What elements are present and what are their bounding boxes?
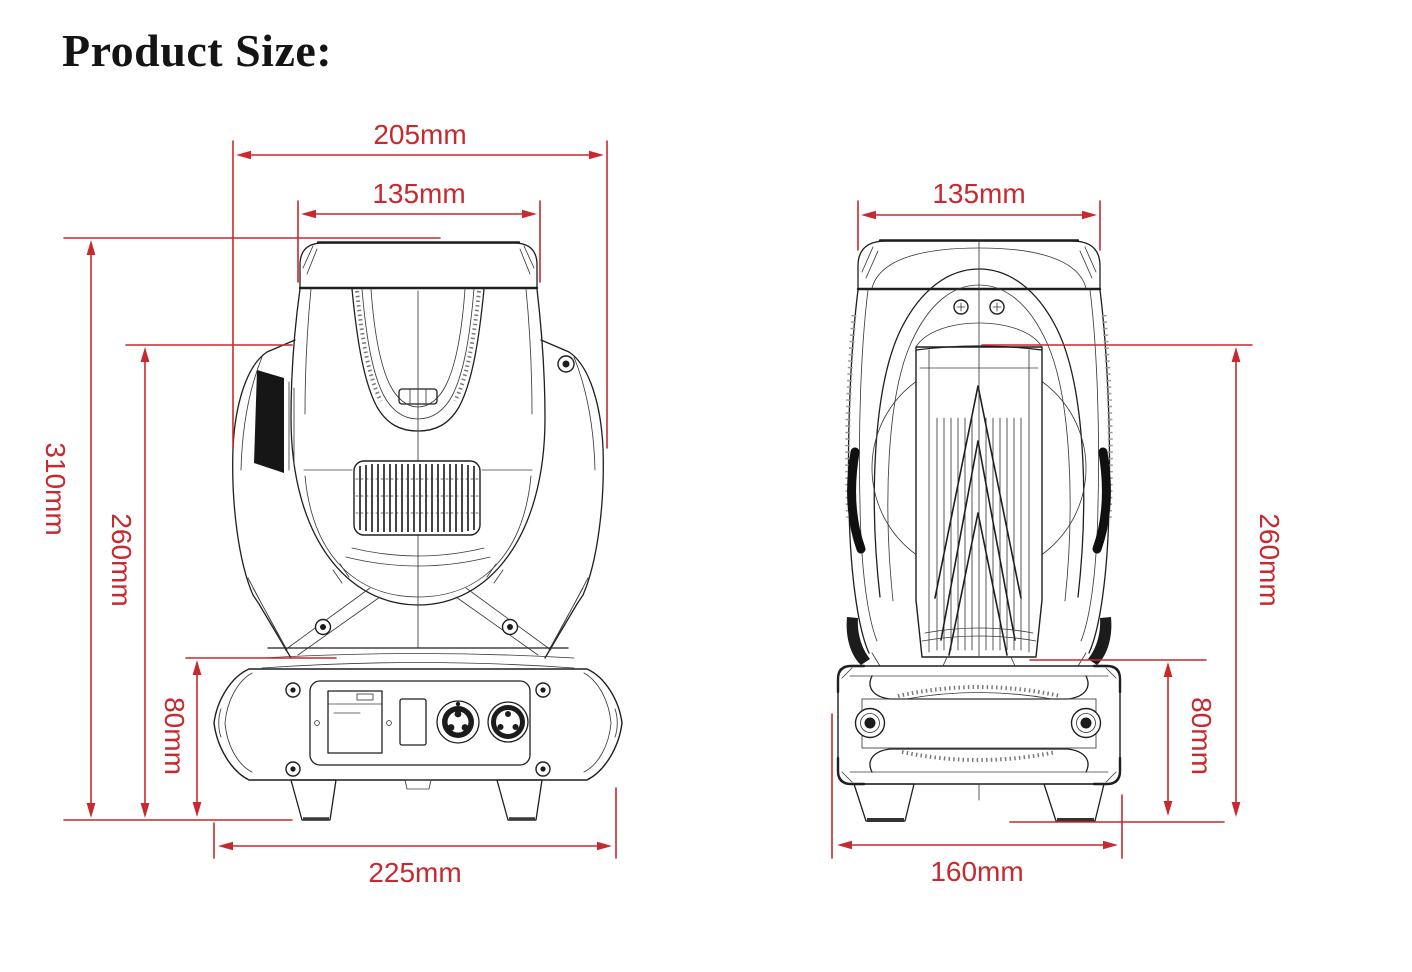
xlr-male-connector: [436, 700, 480, 744]
dimension-side-base-width: 160mm: [831, 713, 1123, 887]
dimension-front-overall-width: 205mm: [232, 119, 608, 449]
xlr-female-connector: [487, 701, 529, 743]
dimension-side-head-height: 260mm: [981, 344, 1285, 823]
dimension-side-base-height: 80mm: [1029, 659, 1217, 816]
dim-label-front-base-height: 80mm: [159, 697, 190, 775]
dim-label-side-head-height: 260mm: [1254, 513, 1285, 606]
dimension-front-head-width: 135mm: [297, 178, 541, 283]
front-head-body: [290, 288, 546, 649]
side-arm-grip-right: [1092, 447, 1111, 554]
front-feet: [290, 779, 543, 821]
dimension-front-base-height: 80mm: [159, 657, 337, 817]
side-feet: [853, 783, 1105, 822]
front-right-arm: [540, 339, 604, 659]
front-left-arm: [232, 339, 296, 659]
front-lens-grille: [345, 460, 491, 567]
dim-label-front-overall-width: 205mm: [373, 119, 466, 150]
side-head-column: [915, 239, 1043, 667]
front-base: [213, 647, 623, 821]
side-top-screws: [953, 299, 1005, 315]
side-arm-grip-left: [847, 447, 866, 554]
dimension-front-base-width: 225mm: [213, 787, 617, 888]
dimension-front-head-height: 260mm: [106, 344, 293, 818]
side-base-screw-left: [854, 707, 886, 739]
menu-button: [399, 698, 427, 746]
front-head-cutout: [351, 288, 485, 432]
side-yoke-arms: [845, 268, 1113, 667]
display-screen: [327, 690, 383, 754]
dimension-side-head-width: 135mm: [857, 178, 1101, 251]
dim-label-side-head-width: 135mm: [932, 178, 1025, 209]
page-title: Product Size:: [62, 25, 332, 76]
front-head-top-cap: [298, 241, 539, 290]
dim-label-front-base-width: 225mm: [368, 857, 461, 888]
dimension-front-overall-height: 310mm: [40, 237, 441, 821]
front-lower-braces: [284, 587, 552, 656]
dim-label-front-head-width: 135mm: [372, 178, 465, 209]
dim-label-side-base-height: 80mm: [1186, 697, 1217, 775]
dim-label-front-head-height: 260mm: [106, 513, 137, 606]
side-base-screw-right: [1070, 707, 1102, 739]
dim-label-front-overall-height: 310mm: [40, 442, 71, 535]
front-base-screws: [285, 682, 551, 777]
front-connector-panel: [309, 680, 531, 766]
front-center-lines: [303, 290, 533, 598]
side-view-drawing: [836, 239, 1122, 822]
front-view-drawing: [213, 241, 623, 821]
side-base: [836, 664, 1122, 822]
front-heatsink-vents: [254, 370, 284, 473]
dim-label-side-base-width: 160mm: [930, 856, 1023, 887]
